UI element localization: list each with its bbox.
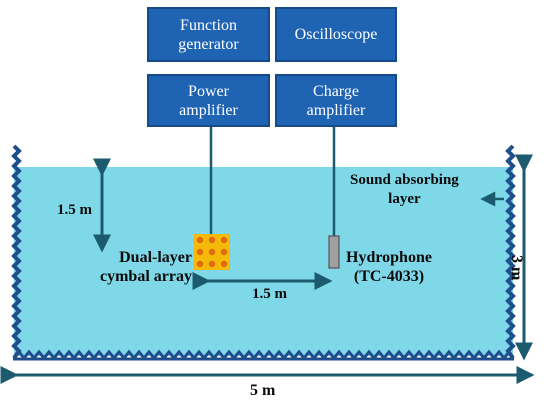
oscilloscope-label: Oscilloscope — [294, 26, 378, 43]
function-generator-line2: generator — [178, 35, 239, 53]
power-amplifier-line1: Power — [188, 82, 229, 100]
absorber-label: Sound absorbing layer — [350, 171, 459, 209]
tank-width-label: 5 m — [250, 382, 276, 399]
source-label-line1: Dual-layer — [119, 249, 192, 266]
source-depth-label: 1.5 m — [57, 202, 92, 218]
absorber-label-line2: layer — [388, 191, 421, 207]
source-label: Dual-layer cymbal array — [100, 248, 192, 286]
receiver-label: Hydrophone (TC-4033) — [346, 248, 432, 286]
oscilloscope-box: Oscilloscope — [275, 7, 397, 62]
receiver-label-line2: (TC-4033) — [353, 268, 425, 285]
function-generator-line1: Function — [180, 16, 237, 34]
hydrophone — [328, 235, 340, 269]
charge-amplifier-line1: Charge — [313, 82, 359, 100]
absorber-label-line1: Sound absorbing — [350, 172, 459, 188]
source-label-line2: cymbal array — [100, 268, 192, 285]
charge-amplifier-box: Charge amplifier — [275, 74, 397, 127]
power-amplifier-line2: amplifier — [179, 101, 238, 119]
charge-amplifier-line2: amplifier — [306, 101, 366, 119]
cymbal-array — [194, 234, 230, 270]
tank-right-wall — [505, 144, 516, 360]
tank-left-wall — [11, 144, 22, 360]
tank-depth-label: 3 m — [508, 255, 525, 281]
separation-label: 1.5 m — [252, 286, 287, 302]
function-generator-box: Function generator — [147, 7, 270, 62]
receiver-label-line1: Hydrophone — [346, 249, 432, 266]
power-amplifier-box: Power amplifier — [147, 74, 270, 127]
